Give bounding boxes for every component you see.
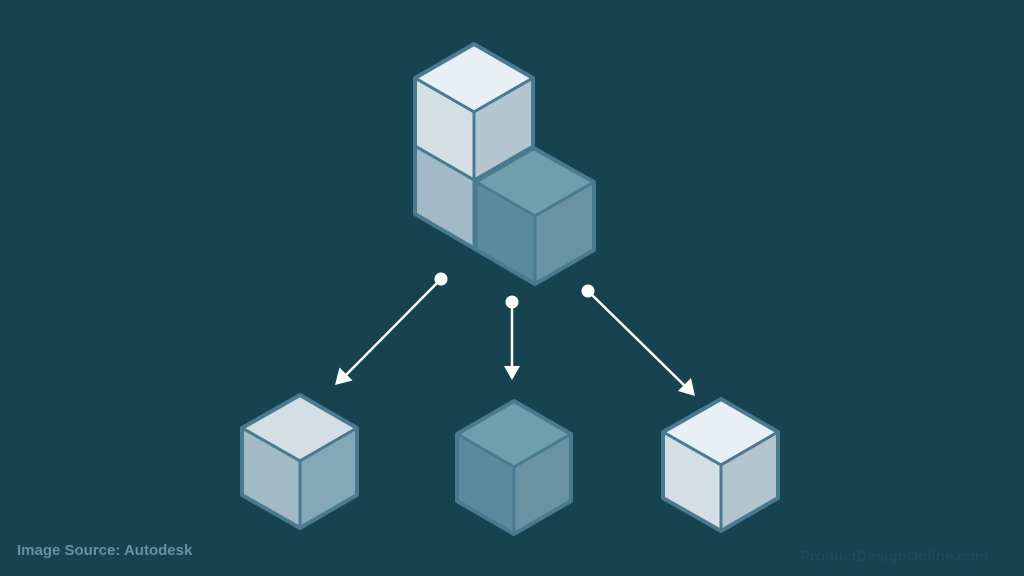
arrows — [335, 272, 695, 396]
arrow-center-head — [504, 366, 520, 380]
cube-left — [240, 393, 359, 530]
assembled-upper-cube — [413, 42, 535, 182]
assembled-block — [413, 42, 596, 286]
arrow-left-line — [343, 278, 442, 378]
cube-right-outline — [661, 397, 780, 533]
assembled-block-outline — [413, 42, 596, 286]
cube-right — [661, 397, 780, 533]
arrow-center — [504, 295, 520, 380]
arrow-right — [581, 284, 695, 396]
arrow-left-head — [335, 367, 353, 385]
arrow-right-line — [587, 290, 687, 388]
image-source-caption: Image Source: Autodesk — [17, 542, 193, 559]
watermark: ProductDesignOnline.com — [800, 548, 989, 565]
arrow-left — [335, 272, 448, 385]
cube-center — [455, 399, 573, 536]
cube-left-outline — [240, 393, 359, 530]
cube-center-outline — [455, 399, 573, 536]
arrow-right-head — [678, 378, 695, 396]
